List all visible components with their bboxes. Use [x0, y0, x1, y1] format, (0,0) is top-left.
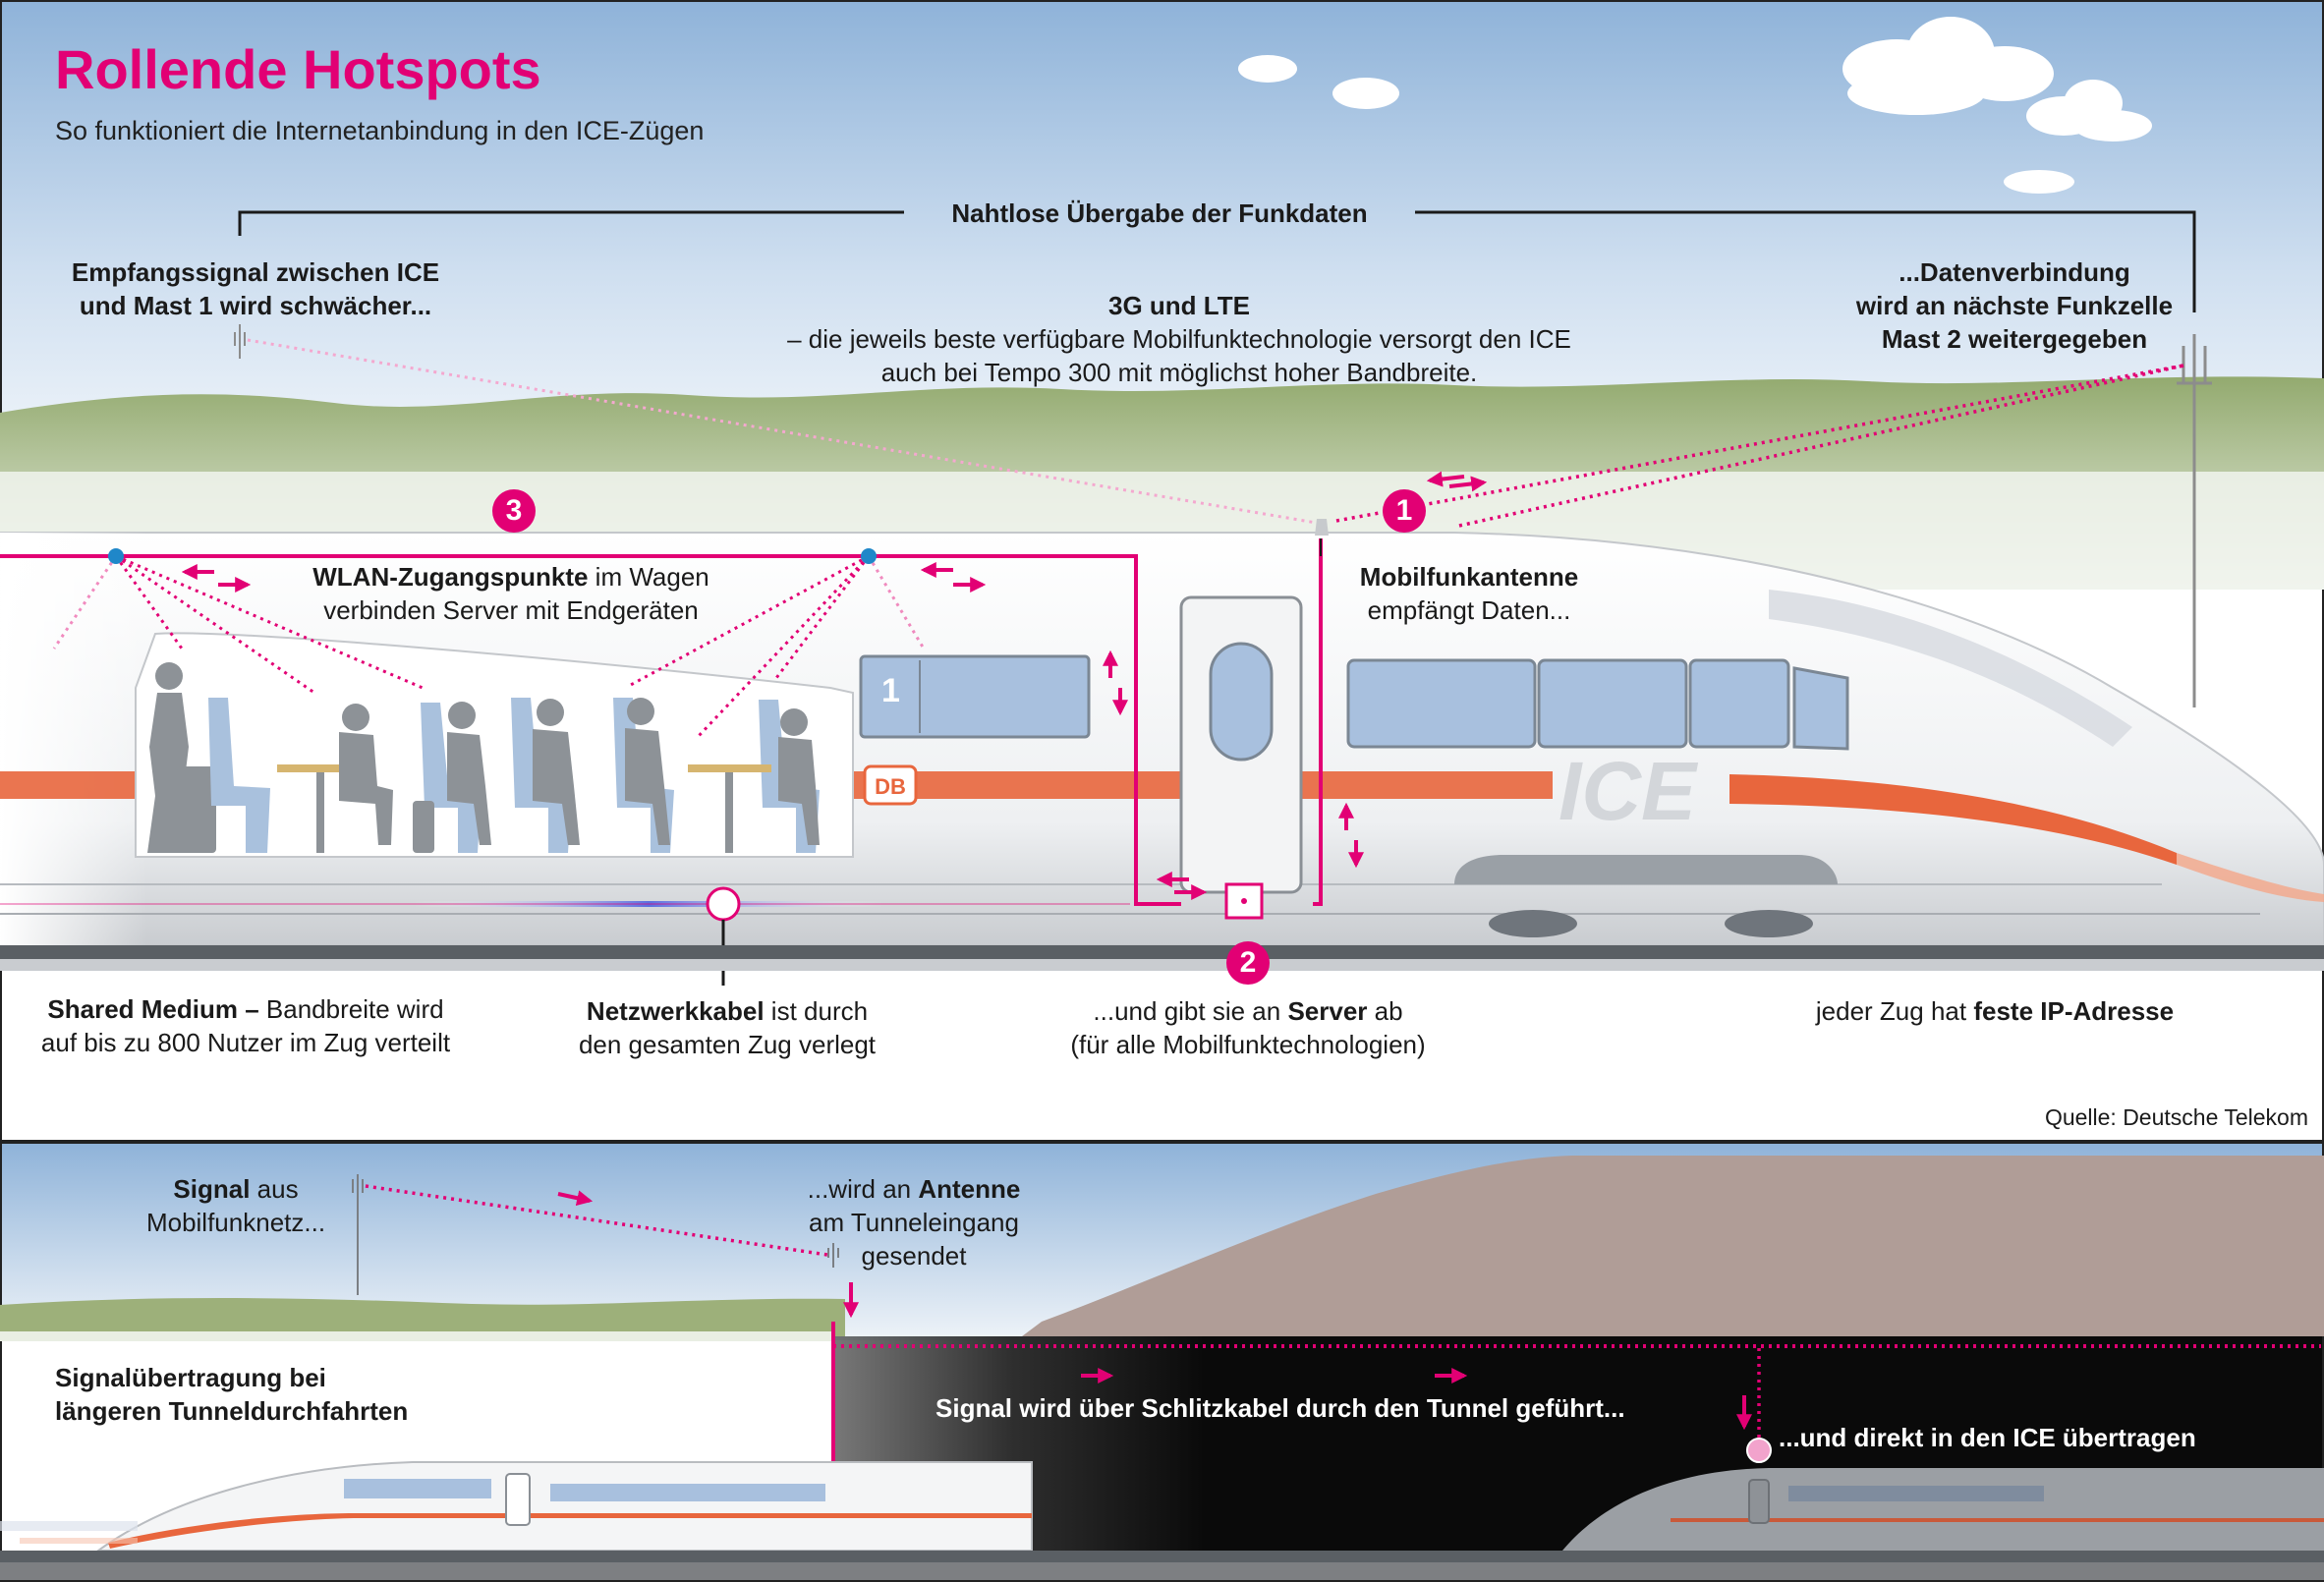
wlan-network: [0, 538, 1323, 906]
tunnel-train-right: [1562, 1468, 2324, 1551]
marker-2: 2: [1226, 941, 1270, 985]
marker-1: 1: [1383, 489, 1426, 533]
ice-logo: ICE: [1559, 745, 1697, 837]
db-logo-frame: [863, 764, 918, 806]
passengers: [147, 662, 820, 853]
page-title: Rollende Hotspots: [55, 38, 541, 100]
handover-right-label: ...Datenverbindung wird an nächste Funkz…: [1855, 257, 2174, 354]
wlan-ap-right: [861, 548, 877, 564]
slot-cable-label: Signal wird über Schlitzkabel durch den …: [935, 1393, 1625, 1423]
mast-1: [234, 324, 246, 359]
shared-medium-label: Shared Medium – Bandbreite wird auf bis …: [40, 994, 451, 1057]
handover-left-label: Empfangssignal zwischen ICE und Mast 1 w…: [71, 257, 440, 320]
cable-callout: [706, 886, 741, 922]
cutaway-interior: [135, 632, 854, 858]
front-windows: [1346, 658, 1849, 751]
mountain: [1022, 1156, 2324, 1336]
antenna-label: Mobilfunkantenne empfängt Daten...: [1359, 562, 1579, 625]
mast-2: [2177, 334, 2212, 707]
network-cable-label: Netzwerkkabel ist durch den gesamten Zug…: [578, 996, 877, 1059]
direct-transmission-label: ...und direkt in den ICE übertragen: [1779, 1423, 2196, 1452]
clouds: [1238, 17, 2152, 194]
tunnel-heading: Signalübertragung bei längeren Tunneldur…: [55, 1363, 409, 1426]
handover-title: Nahtlose Übergabe der Funkdaten: [951, 198, 1368, 228]
tunnel-train-left: [0, 1461, 1033, 1552]
tech-label: 3G und LTE – die jeweils beste verfügbar…: [787, 291, 1571, 387]
handover-bracket: [238, 210, 2196, 312]
car-number: 1: [881, 672, 900, 709]
roof-antenna: [1315, 519, 1329, 536]
wlan-label: WLAN-Zugangspunkte im Wagen verbinden Se…: [312, 562, 709, 625]
marker-3: 3: [492, 489, 536, 533]
db-logo: DB: [875, 774, 906, 799]
page-subtitle: So funktioniert die Internetanbindung in…: [55, 116, 705, 145]
source-label: Quelle: Deutsche Telekom: [2044, 1104, 2308, 1130]
server-label: ...und gibt sie an Server ab (für alle M…: [1070, 996, 1426, 1059]
signal-source-label: Signal aus Mobilfunknetz...: [145, 1174, 326, 1237]
tunnel-antenna-label: ...wird an Antenne am Tunneleingang gese…: [807, 1174, 1021, 1271]
wlan-ap-left: [108, 548, 124, 564]
ip-label: jeder Zug hat feste IP-Adresse: [1815, 996, 2175, 1026]
